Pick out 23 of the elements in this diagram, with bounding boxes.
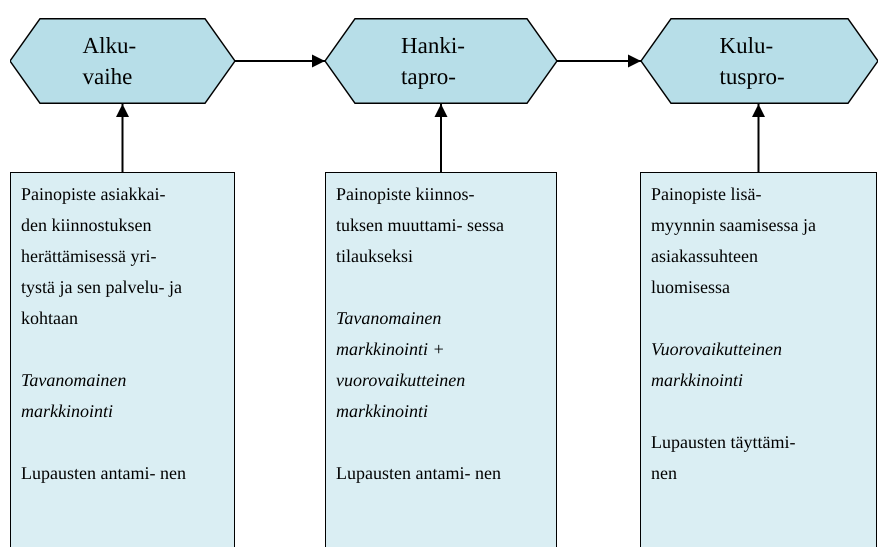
marketing-type-text: Tavanomainen markkinointi (21, 369, 128, 423)
marketing-type-text: Vuorovaikutteinen markkinointi (651, 338, 783, 392)
description-text: Painopiste kiinnos- tuksen muuttami- sessa tilaukseksi (336, 183, 505, 268)
phase-hexagon (10, 18, 235, 104)
phase-label: Hanki- tapro- (401, 32, 466, 91)
description-text: Lupausten täyttämi- nen (651, 431, 796, 485)
description-box (325, 172, 557, 547)
description-box (10, 172, 235, 547)
phase-hexagon (325, 18, 557, 104)
phase-label: Alku- vaihe (82, 32, 138, 91)
arrow (434, 104, 448, 172)
description-text: Painopiste asiakkai- den kiinnostuksen herättämisessä yri- tystä ja sen palvelu- ja kohtaan (21, 183, 183, 330)
phase-label: Kulu- tuspro- (720, 32, 786, 91)
description-text: Lupausten antami- nen (21, 462, 187, 485)
arrow (116, 104, 129, 172)
marketing-type-text: Tavanomainen markkinointi + vuorovaikutteinen markkinointi (336, 307, 466, 423)
arrow (752, 104, 765, 172)
description-text: Lupausten antami- nen (336, 462, 502, 485)
description-box (640, 172, 877, 547)
phase-hexagon (641, 18, 878, 104)
arrow (557, 54, 641, 68)
arrow (235, 54, 325, 68)
description-text: Painopiste lisä- myynnin saamisessa ja asiakassuhteen luomisessa (651, 183, 817, 299)
